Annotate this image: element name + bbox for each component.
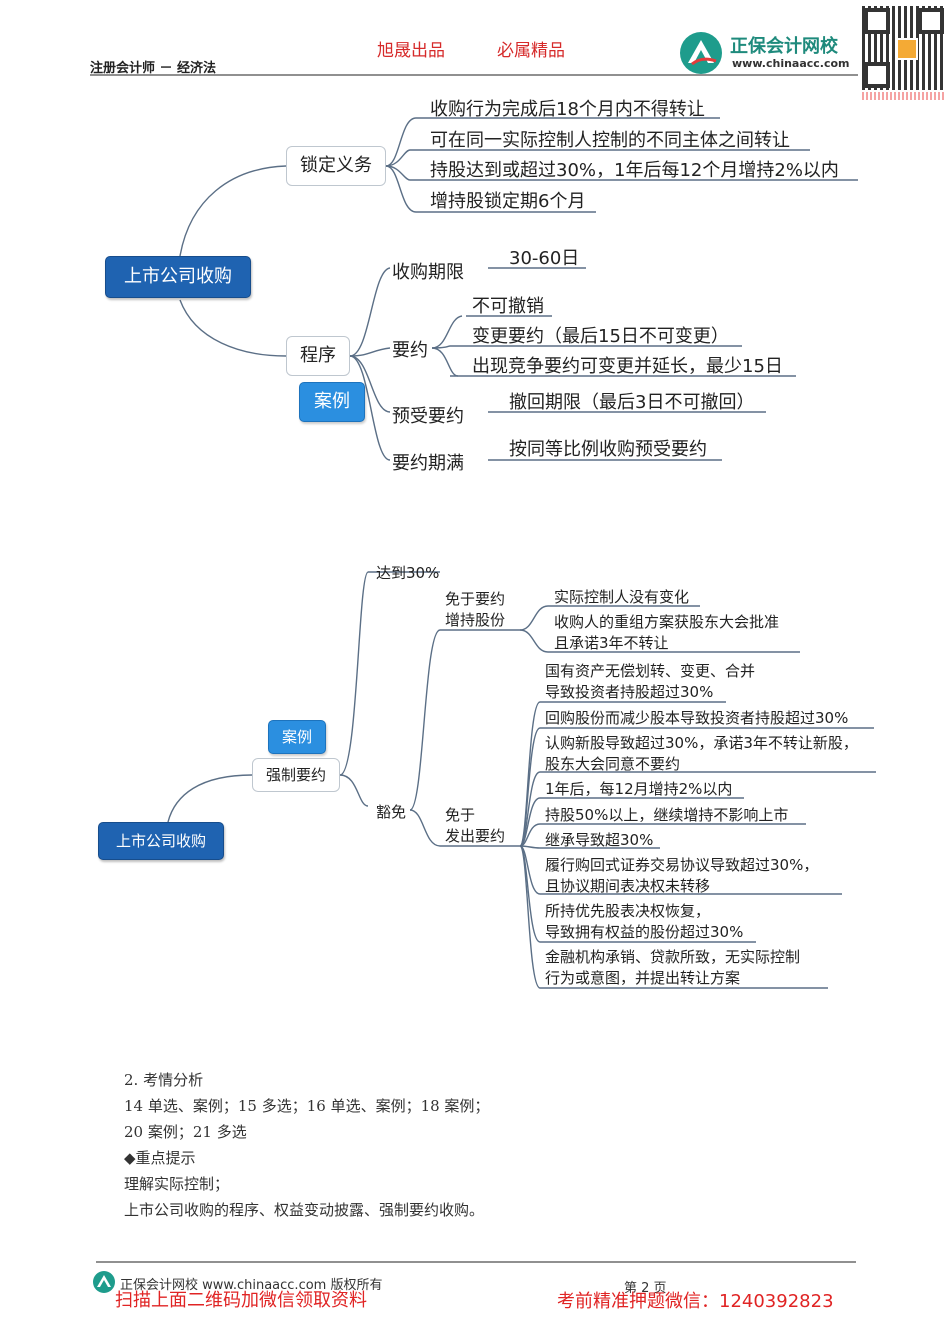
preaccept-value: 撤回期限（最后3日不可撤回） [509,392,755,413]
footer-page-number: 第 2 页 [624,1281,667,1296]
analysis-line-2: 20 案例；21 多选 [124,1123,247,1141]
preaccept-label: 预受要约 [392,406,464,427]
exempt-increase-label-line-1: 免于要约 [445,590,506,608]
issue-item-2: 回购股份而减少股本导致投资者持股超过30% [545,709,849,727]
period-label: 收购期限 [392,262,464,283]
key-points-title: ◆重点提示 [124,1149,196,1167]
issue-item-9-line-2: 行为或意图，并提出转让方案 [545,969,741,987]
issue-item-6: 继承导致超30% [545,831,654,849]
issue-item-1-line-1: 国有资产无偿划转、变更、合并 [545,662,756,680]
logo[interactable]: 正保会计网校 www.chinaacc.com [678,30,860,76]
header-tag-1: 旭晟出品 [377,41,445,61]
subject-title: 注册会计师 － 经济法 [90,61,217,76]
procedure-node[interactable]: 程序 [286,336,350,376]
issue-item-8-line-1: 所持优先股表决权恢复， [545,902,711,920]
offer-item-1: 不可撤销 [472,296,544,317]
logo-name: 正保会计网校 [730,36,838,57]
issue-item-1: 国有资产无偿划转、变更、合并 导致投资者持股超过30% [545,661,755,703]
issue-item-5: 持股50%以上，继续增持不影响上市 [545,806,789,824]
issue-item-4: 1年后，每12月增持2%以内 [545,780,733,798]
issue-item-1-line-2: 导致投资者持股超过30% [545,683,714,701]
analysis-line-1: 14 单选、案例；15 多选；16 单选、案例；18 案例； [124,1097,490,1115]
lock-item-3: 持股达到或超过30%，1年后每12个月增持2%以内 [430,160,839,181]
issue-item-8: 所持优先股表决权恢复， 导致拥有权益的股份超过30% [545,901,743,943]
map2-root-node[interactable]: 上市公司收购 [98,822,224,860]
footer-copyright: 正保会计网校 www.chinaacc.com 版权所有 [120,1278,383,1293]
key-point-1: 理解实际控制； [124,1175,230,1193]
qr-caption-decoration [862,92,946,100]
exempt-issue-label: 免于 发出要约 [445,805,505,847]
key-point-2: 上市公司收购的程序、权益变动披露、强制要约收购。 [124,1201,485,1219]
expire-label: 要约期满 [392,453,464,474]
exempt-increase-label: 免于要约 增持股份 [445,589,505,631]
increase-item-1: 实际控制人没有变化 [554,588,690,606]
issue-item-9-line-1: 金融机构承销、贷款所致，无实际控制 [545,948,801,966]
increase-item-2-line-1: 收购人的重组方案获股东大会批准 [554,613,780,631]
issue-item-7-line-2: 且协议期间表决权未转移 [545,877,711,895]
procedure-case-badge[interactable]: 案例 [299,382,365,422]
expire-value: 按同等比例收购预受要约 [509,439,707,460]
mandatory-case-badge[interactable]: 案例 [268,720,326,754]
lock-item-2: 可在同一实际控制人控制的不同主体之间转让 [430,130,790,151]
increase-item-2: 收购人的重组方案获股东大会批准 且承诺3年不转让 [554,612,779,654]
footer-promo-left: 扫描上面二维码加微信领取资料 [115,1290,367,1311]
offer-label: 要约 [392,340,428,361]
qr-code [862,6,946,90]
logo-url: www.chinaacc.com [732,57,850,70]
lock-item-1: 收购行为完成后18个月内不得转让 [430,99,705,120]
exemption-label: 豁免 [376,803,407,821]
mandatory-offer-node[interactable]: 强制要约 [252,758,340,792]
issue-item-7-line-1: 履行购回式证券交易协议导致超过30%， [545,856,819,874]
map1-root-node[interactable]: 上市公司收购 [105,256,251,298]
footer-logo-icon [93,1271,115,1293]
lock-item-4: 增持股锁定期6个月 [430,191,586,212]
issue-item-8-line-2: 导致拥有权益的股份超过30% [545,923,744,941]
period-value: 30-60日 [509,248,580,269]
footer-promo-right: 考前精准押题微信：1240392823 [557,1291,834,1312]
issue-item-3-line-1: 认购新股导致超过30%，承诺3年不转让新股， [545,734,858,752]
exempt-issue-label-line-1: 免于 [445,806,476,824]
offer-item-2: 变更要约（最后15日不可变更） [472,326,729,347]
offer-item-3: 出现竞争要约可变更并延长，最少15日 [472,356,783,377]
increase-item-2-line-2: 且承诺3年不转让 [554,634,669,652]
issue-item-7: 履行购回式证券交易协议导致超过30%， 且协议期间表决权未转移 [545,855,818,897]
issue-item-3-line-2: 股东大会同意不要约 [545,755,681,773]
issue-item-3: 认购新股导致超过30%，承诺3年不转让新股， 股东大会同意不要约 [545,733,858,775]
analysis-title: 2. 考情分析 [124,1071,204,1089]
header-tag-2: 必属精品 [497,41,565,61]
logo-icon [680,32,722,74]
lock-duty-node[interactable]: 锁定义务 [286,146,386,186]
issue-item-9: 金融机构承销、贷款所致，无实际控制 行为或意图，并提出转让方案 [545,947,800,989]
exempt-increase-label-line-2: 增持股份 [445,611,506,629]
reach-30-label: 达到30% [376,564,440,582]
exempt-issue-label-line-2: 发出要约 [445,827,506,845]
